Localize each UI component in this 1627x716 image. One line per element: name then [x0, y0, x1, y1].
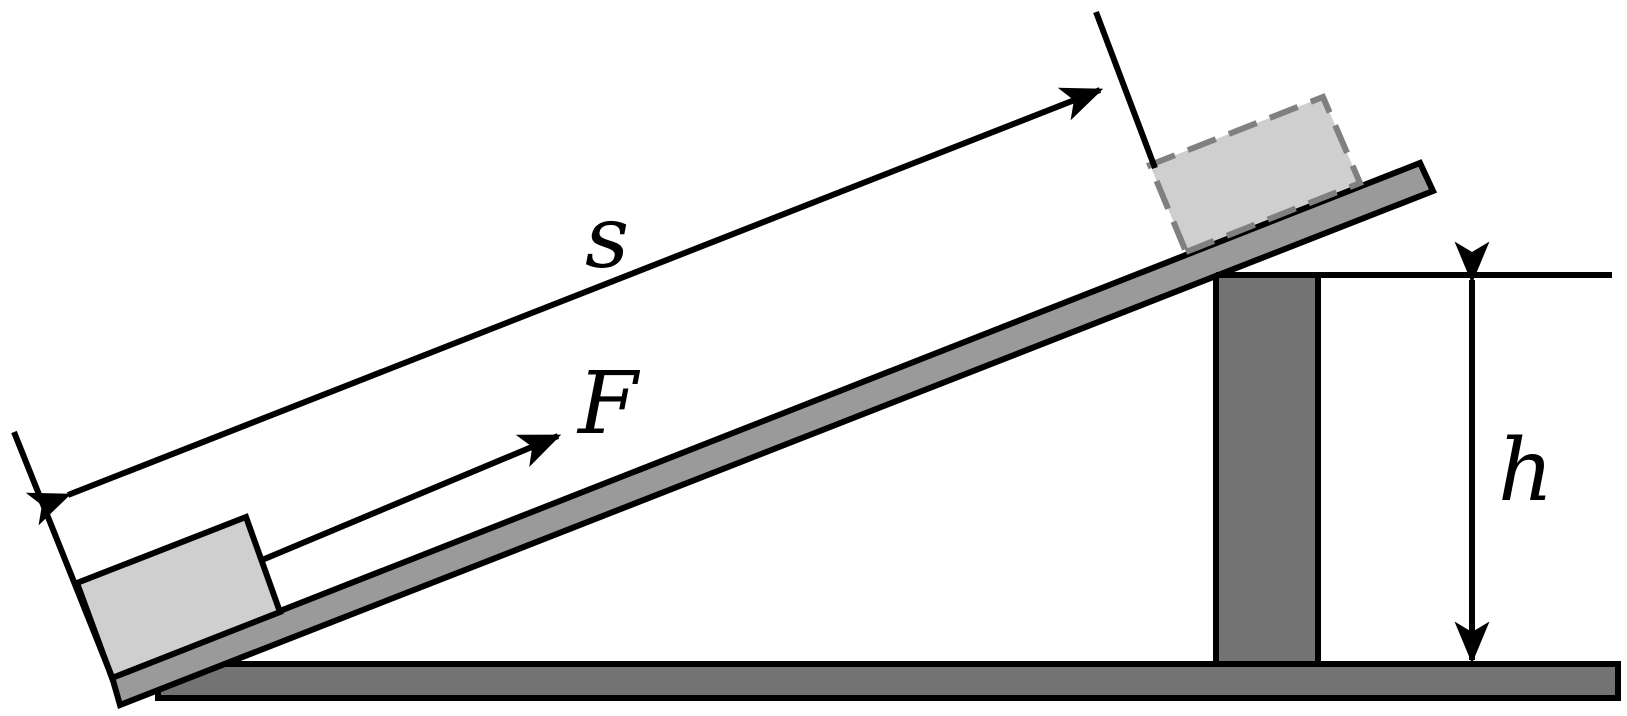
force-label: F: [576, 354, 641, 454]
height-label: h: [1498, 421, 1553, 521]
ground-base: [155, 661, 1621, 701]
force-arrow: [260, 433, 562, 563]
block-end: [1146, 93, 1364, 256]
distance-extension-bottom: [11, 430, 115, 679]
distance-extension-top: [1093, 10, 1158, 170]
distance-arrow: [25, 87, 1104, 526]
distance-label: s: [585, 188, 629, 288]
support-post: [1213, 272, 1321, 667]
